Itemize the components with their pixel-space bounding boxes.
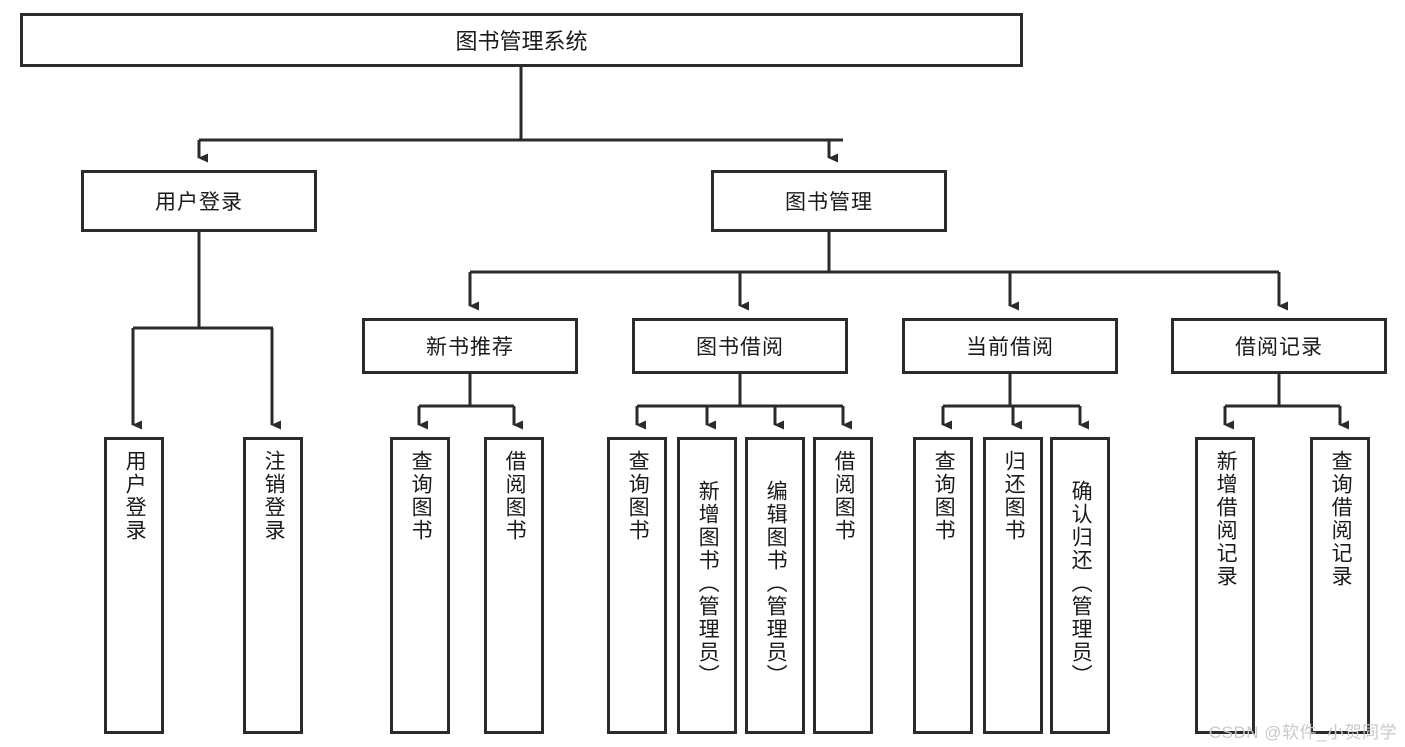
- leaf-records-add[interactable]: 新增借阅记录: [1195, 437, 1255, 734]
- leaf-new-book-borrow[interactable]: 借阅图书: [484, 437, 544, 734]
- node-new-book-recommend-label: 新书推荐: [426, 336, 514, 359]
- leaf-label: 查询图书: [932, 450, 956, 542]
- node-borrow-records[interactable]: 借阅记录: [1171, 318, 1387, 374]
- leaf-label: 查询图书: [409, 450, 433, 542]
- node-current-borrow[interactable]: 当前借阅: [902, 318, 1118, 374]
- leaf-new-book-query[interactable]: 查询图书: [390, 437, 450, 734]
- leaf-records-query[interactable]: 查询借阅记录: [1310, 437, 1370, 734]
- leaf-label: 确认归还（管理员）: [1069, 480, 1093, 687]
- leaf-label: 查询借阅记录: [1329, 450, 1353, 588]
- leaf-label: 借阅图书: [503, 450, 527, 542]
- leaf-current-confirm-return[interactable]: 确认归还（管理员）: [1050, 437, 1110, 734]
- leaf-label: 归还图书: [1002, 450, 1026, 542]
- leaf-label: 新增借阅记录: [1214, 450, 1238, 588]
- leaf-current-query[interactable]: 查询图书: [913, 437, 973, 734]
- leaf-label: 新增图书（管理员）: [696, 480, 720, 687]
- leaf-user-login-login[interactable]: 用户登录: [104, 437, 164, 734]
- node-book-management-label: 图书管理: [785, 191, 873, 214]
- watermark: CSDN @软件_小贺同学: [1208, 723, 1397, 742]
- node-book-borrow[interactable]: 图书借阅: [632, 318, 848, 374]
- leaf-label: 查询图书: [626, 450, 650, 542]
- leaf-borrow-add-book[interactable]: 新增图书（管理员）: [677, 437, 737, 734]
- node-current-borrow-label: 当前借阅: [966, 336, 1054, 359]
- leaf-label: 借阅图书: [832, 450, 856, 542]
- node-borrow-records-label: 借阅记录: [1235, 336, 1323, 359]
- node-root[interactable]: 图书管理系统: [20, 13, 1023, 67]
- node-root-label: 图书管理系统: [455, 29, 588, 54]
- leaf-user-login-logout[interactable]: 注销登录: [243, 437, 303, 734]
- leaf-label: 用户登录: [123, 450, 147, 542]
- leaf-borrow-query[interactable]: 查询图书: [607, 437, 667, 734]
- leaf-borrow-borrow-book[interactable]: 借阅图书: [813, 437, 873, 734]
- leaf-borrow-edit-book[interactable]: 编辑图书（管理员）: [745, 437, 805, 734]
- node-book-borrow-label: 图书借阅: [696, 336, 784, 359]
- node-user-login-label: 用户登录: [155, 191, 243, 214]
- node-new-book-recommend[interactable]: 新书推荐: [362, 318, 578, 374]
- leaf-current-return[interactable]: 归还图书: [983, 437, 1043, 734]
- node-user-login[interactable]: 用户登录: [81, 170, 317, 232]
- leaf-label: 注销登录: [262, 450, 286, 542]
- node-book-management[interactable]: 图书管理: [711, 170, 947, 232]
- leaf-label: 编辑图书（管理员）: [764, 480, 788, 687]
